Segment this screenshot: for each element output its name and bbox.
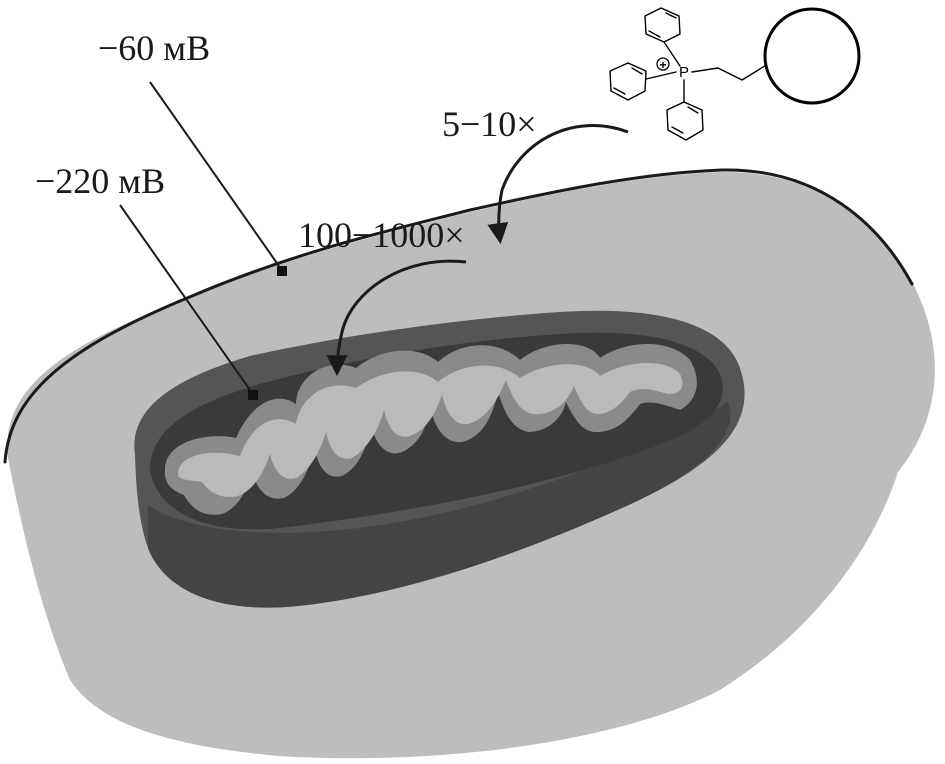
mitochondrion-entry-arrow <box>326 259 467 377</box>
phenyl-ring-left-inner-bonds <box>613 67 643 95</box>
ethyl-linker <box>691 63 769 81</box>
matrix-potential-label: −220 мВ <box>35 161 165 201</box>
positive-charge-symbol <box>656 57 670 71</box>
leader-line-matrix <box>119 204 251 391</box>
cytosol-potential-label: −60 мВ <box>98 28 210 68</box>
phenyl-ring-bottom-inner-bonds <box>671 106 699 134</box>
positive-charge-sign: + <box>659 58 666 72</box>
cell-entry-arrow <box>487 124 629 245</box>
phenyl-ring-top <box>644 7 681 43</box>
tpp-cation-molecule: + P <box>609 7 861 141</box>
cargo-circle <box>763 7 861 105</box>
marker-cytosol <box>277 266 287 276</box>
cell-accumulation-label: 5−10× <box>442 104 537 144</box>
mitochondrion-intermembrane-band <box>148 402 731 608</box>
mitochondrion <box>134 310 745 608</box>
phosphorus-bonds <box>645 41 685 103</box>
phenyl-ring-bottom <box>666 101 704 141</box>
mitochondria-accumulation-label: 100−1000× <box>298 215 465 255</box>
phenyl-ring-left <box>609 62 647 101</box>
marker-matrix <box>248 390 258 400</box>
mitochondrion-cristae-space <box>178 362 683 497</box>
phenyl-ring-top-inner-bonds <box>648 12 677 38</box>
phosphorus-atom-label: P <box>679 64 689 81</box>
leader-line-cytosol <box>149 81 280 267</box>
cell-membrane <box>3 168 914 464</box>
